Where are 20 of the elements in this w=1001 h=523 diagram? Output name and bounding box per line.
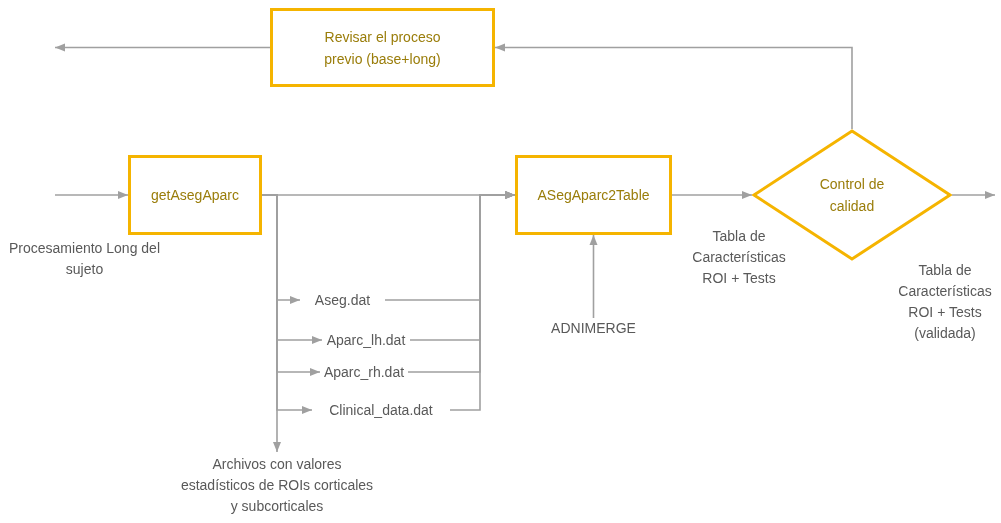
arrow: [671, 191, 753, 199]
arrow: [951, 191, 996, 199]
process-box: [128, 155, 262, 235]
file-label: Archivos con valores estadísticos de ROIs corticales y subcorticales: [179, 454, 375, 516]
process-label: getAsegAparc: [150, 186, 240, 205]
file-label: Clinical_data.dat: [329, 400, 433, 420]
file-label: Aseg.dat: [314, 290, 371, 310]
arrow: [261, 194, 281, 453]
file-label: Aparc_rh.dat: [323, 362, 405, 382]
process-box: [270, 8, 495, 87]
file-label: Aparc_lh.dat: [326, 330, 406, 350]
process-label: Control de calidad: [818, 175, 886, 216]
arrow: [589, 234, 598, 319]
arrow: [54, 191, 129, 199]
arrow: [494, 43, 853, 130]
file-label: ADNIMERGE: [551, 318, 636, 338]
arrow: [54, 43, 271, 52]
process-label: Revisar el proceso previo (base+long): [323, 27, 442, 69]
process-label: ASegAparc2Table: [536, 186, 651, 205]
process-box: [515, 155, 672, 235]
